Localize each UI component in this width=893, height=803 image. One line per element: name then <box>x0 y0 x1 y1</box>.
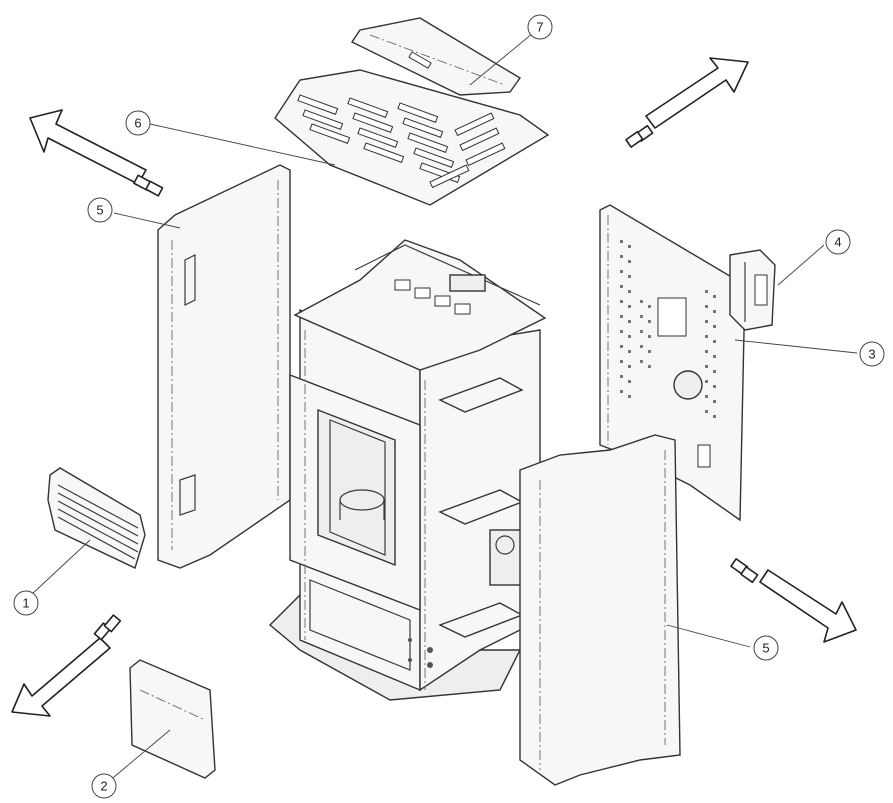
arrow-up-right <box>625 57 749 148</box>
callout-7: 7 <box>527 14 553 40</box>
callout-2: 2 <box>91 773 117 799</box>
svg-text:5: 5 <box>762 641 769 656</box>
top-grille-part-6 <box>274 69 550 206</box>
right-side-panel-part-5 <box>519 434 681 786</box>
lower-front-panel-part-2 <box>129 659 216 779</box>
svg-text:3: 3 <box>868 347 875 362</box>
arrow-down-right <box>730 558 857 643</box>
front-grille-part-1 <box>47 467 146 569</box>
arrow-down-left <box>11 614 122 717</box>
callout-6: 6 <box>125 110 151 136</box>
callout-5-right: 5 <box>753 635 779 661</box>
stove-body <box>268 239 547 701</box>
left-side-panel-part-5 <box>157 164 291 569</box>
callout-4: 4 <box>825 229 851 255</box>
callout-1: 1 <box>13 590 39 616</box>
svg-text:6: 6 <box>134 116 141 131</box>
svg-text:1: 1 <box>22 596 29 611</box>
svg-text:5: 5 <box>96 203 103 218</box>
svg-text:4: 4 <box>834 235 841 250</box>
svg-text:2: 2 <box>100 779 107 794</box>
bracket-part-4 <box>729 249 776 331</box>
callout-5-left: 5 <box>87 197 113 223</box>
arrow-up-left <box>29 109 164 197</box>
top-cover-part-7 <box>350 17 522 96</box>
svg-text:7: 7 <box>536 20 543 35</box>
callout-3: 3 <box>859 341 885 367</box>
